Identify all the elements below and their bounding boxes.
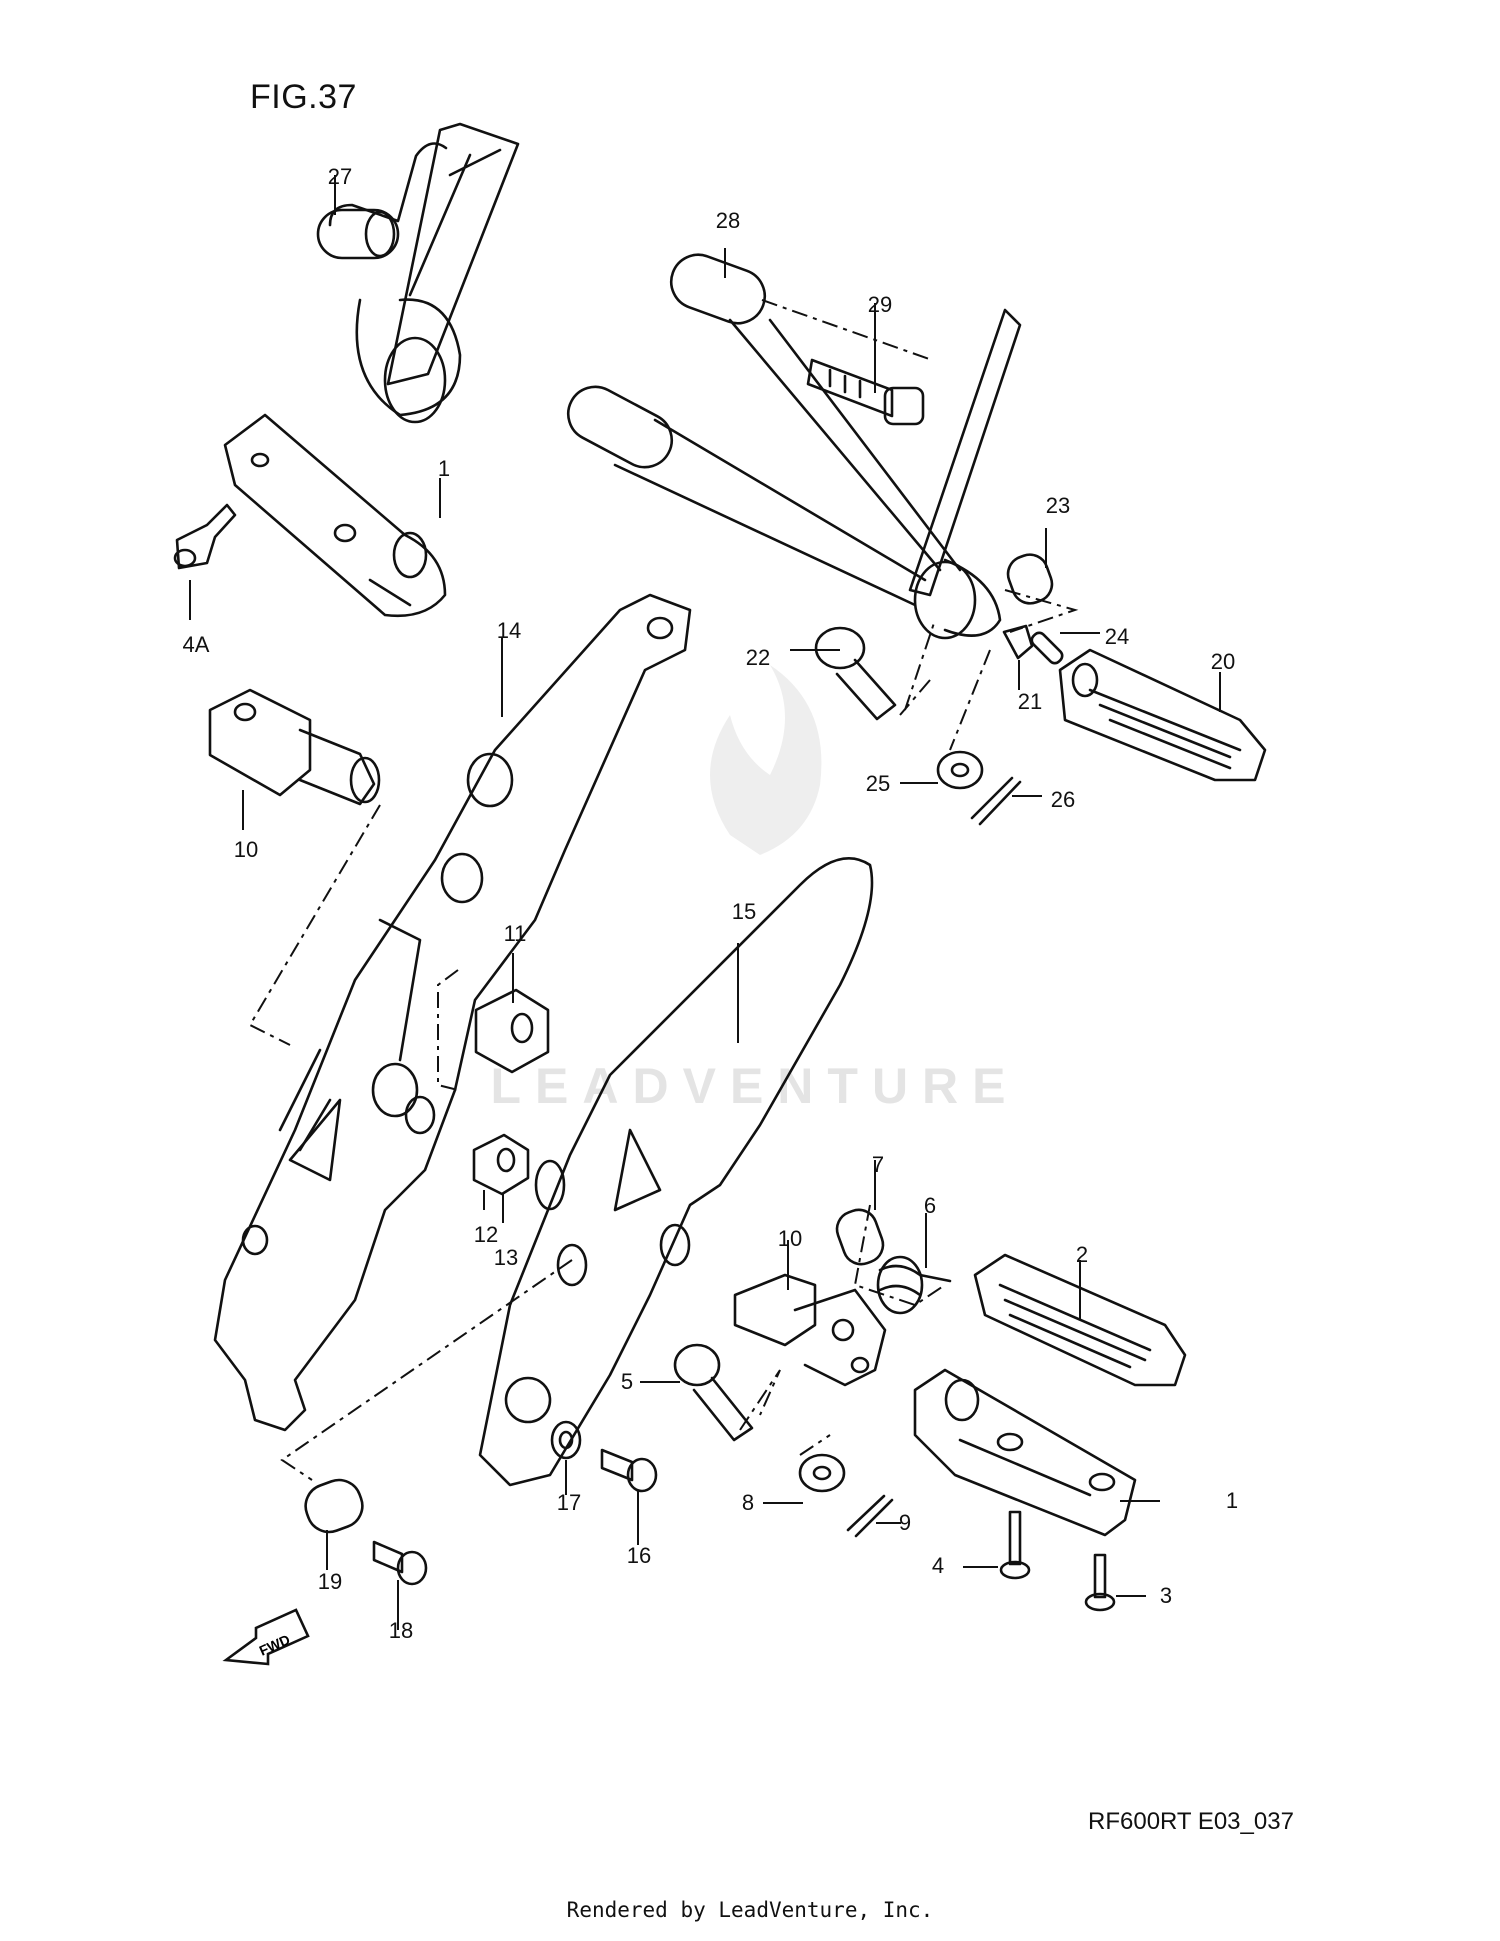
callout-7-16: 7 — [872, 1152, 884, 1177]
callout-28-1: 28 — [716, 208, 740, 233]
part-26-cotter-pin — [970, 776, 1022, 826]
part-9-cotter-pin — [846, 1494, 894, 1538]
forward-arrow: FWD — [222, 1608, 310, 1666]
callout-4a-4: 4A — [183, 632, 210, 657]
watermark: LEADVENTURE — [490, 665, 1019, 1114]
callout-27-0: 27 — [328, 164, 352, 189]
part-11-collar-nut — [474, 988, 550, 1074]
part-15-right-footrest-bracket — [478, 857, 874, 1487]
part-28-rear-footrest-arm — [566, 253, 1022, 640]
part-19-collar — [304, 1478, 364, 1534]
callout-23-5: 23 — [1046, 493, 1070, 518]
callout-15-15: 15 — [732, 899, 756, 924]
part-1-footpeg-bracket-lower — [913, 1368, 1137, 1537]
callout-8-23: 8 — [742, 1490, 754, 1515]
part-4-screw — [999, 1510, 1031, 1580]
callout-26-13: 26 — [1051, 787, 1075, 812]
diagram-code: RF600RT E03_037 — [1088, 1808, 1294, 1835]
part-17-washer — [550, 1420, 582, 1460]
callout-16-29: 16 — [627, 1543, 651, 1568]
part-29-bolt — [806, 358, 925, 426]
watermark-logo-icon — [710, 665, 822, 855]
part-6-spring — [876, 1255, 952, 1315]
part-22-clevis-pin — [814, 626, 897, 721]
callout-13-21: 13 — [494, 1245, 518, 1270]
part-labels: 27282914A2324222120141025261115761021213… — [183, 164, 1239, 1643]
part-10-upper-stopper — [208, 688, 381, 806]
callout-17-28: 17 — [557, 1490, 581, 1515]
part-5-clevis-pin — [673, 1343, 754, 1442]
callout-18-31: 18 — [389, 1618, 413, 1643]
callout-6-17: 6 — [924, 1193, 936, 1218]
part-14-left-footrest-bracket — [213, 593, 692, 1432]
callout-24-6: 24 — [1105, 624, 1129, 649]
figure-title: FIG.37 — [250, 78, 357, 116]
callout-5-22: 5 — [621, 1369, 633, 1394]
callout-25-12: 25 — [866, 771, 890, 796]
callout-14-10: 14 — [497, 618, 521, 643]
footer-text: Rendered by LeadVenture, Inc. — [566, 1898, 934, 1922]
part-8-washer — [798, 1453, 846, 1493]
part-25-washer — [936, 750, 984, 790]
callout-12-20: 12 — [474, 1222, 498, 1247]
part-10-lower-stopper — [733, 1273, 887, 1387]
watermark-text: LEADVENTURE — [490, 1058, 1019, 1114]
part-16-bolt — [600, 1448, 658, 1493]
part-18-bolt — [372, 1540, 428, 1586]
callout-21-8: 21 — [1018, 689, 1042, 714]
part-4a-bolt — [173, 503, 237, 570]
part-23-bushing — [1006, 553, 1054, 605]
part-21-ball — [1002, 624, 1034, 660]
part-24-pin — [1030, 631, 1064, 665]
callout-9-24: 9 — [899, 1510, 911, 1535]
callout-1-25: 1 — [1226, 1488, 1238, 1513]
leader-lines — [189, 175, 1221, 1630]
callout-10-18: 10 — [778, 1226, 802, 1251]
callout-11-14: 11 — [504, 921, 527, 946]
callout-29-2: 29 — [868, 292, 892, 317]
part-12-nut — [472, 1133, 530, 1196]
callout-10-11: 10 — [234, 837, 258, 862]
part-20-rear-footpeg — [1058, 648, 1267, 782]
part-1-footpeg-bracket-upper — [223, 413, 447, 618]
callout-22-7: 22 — [746, 645, 770, 670]
callout-4-26: 4 — [932, 1553, 944, 1578]
part-27-rear-bracket — [316, 122, 520, 424]
part-13-washer — [534, 1159, 566, 1211]
callout-20-9: 20 — [1211, 649, 1235, 674]
part-7-bushing — [835, 1208, 885, 1266]
callout-3-27: 3 — [1160, 1583, 1172, 1608]
part-2-footpeg-rubber — [973, 1253, 1187, 1387]
callout-2-19: 2 — [1076, 1242, 1088, 1267]
forward-arrow-icon — [222, 1608, 310, 1666]
callout-1-3: 1 — [438, 456, 450, 481]
part-3-screw — [1084, 1553, 1116, 1612]
callout-19-30: 19 — [318, 1569, 342, 1594]
